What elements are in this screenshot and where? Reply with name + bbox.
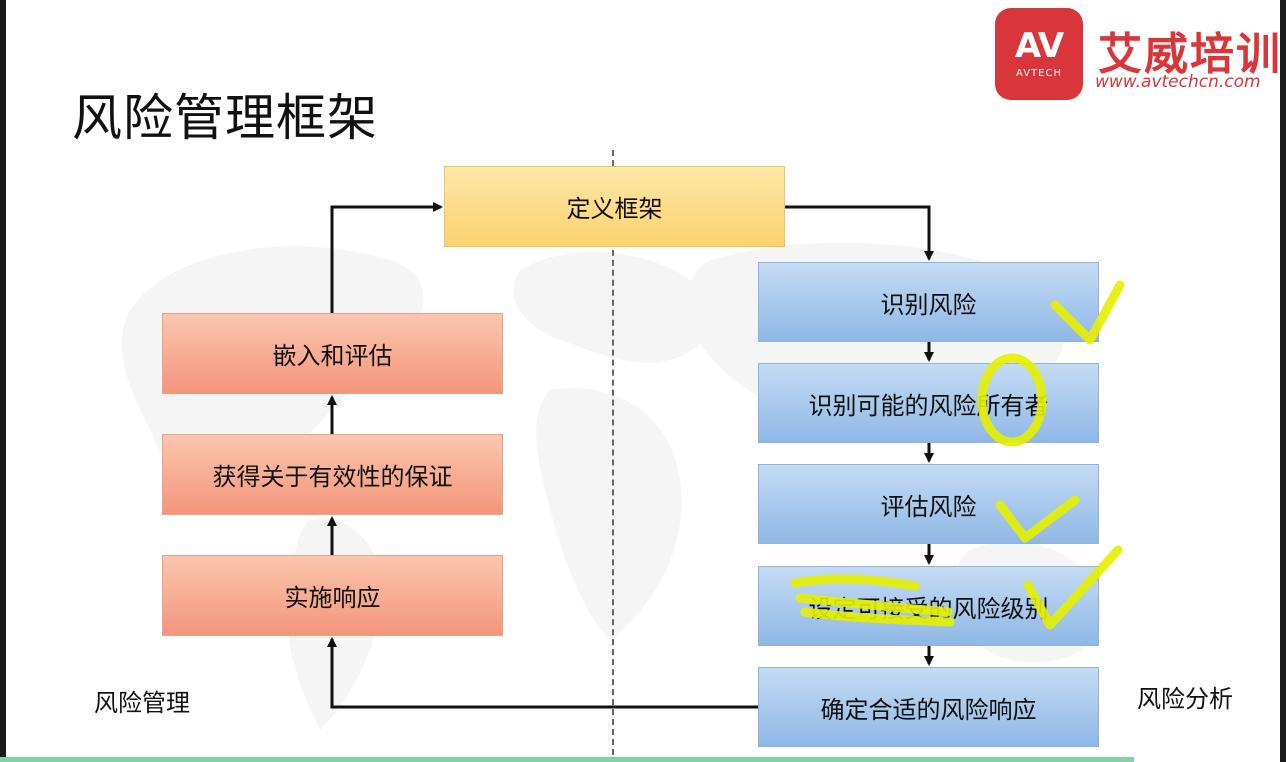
box-identify-risk: 识别风险 [758,262,1099,342]
logo-sub-text: AVTECH [1016,68,1062,79]
check-mark-3 [1023,545,1123,630]
box-get-assurance: 获得关于有效性的保证 [162,434,503,515]
box-embed-assess: 嵌入和评估 [162,313,503,394]
box-determine-response: 确定合适的风险响应 [758,667,1099,747]
circle-mark [977,353,1047,447]
logo-av-text: AV [1014,26,1064,66]
brand-url: www.avtechcn.com [1095,72,1261,92]
label-risk-analysis: 风险分析 [1137,685,1233,713]
box-define-framework: 定义框架 [444,166,785,247]
right-edge [1280,0,1286,762]
arrow-bottom-return [327,637,758,709]
page-title: 风险管理框架 [72,89,378,147]
box-implement-response: 实施响应 [162,555,503,636]
brand-name: 艾威培训 [1098,29,1282,80]
label-risk-management: 风险管理 [94,689,190,717]
arrow-top-to-right [785,205,934,261]
left-edge [0,0,6,762]
dashed-divider [612,150,614,755]
check-mark-1 [1050,280,1125,345]
check-mark-2 [995,495,1080,543]
scribble-mark [790,574,955,627]
box-assess-risk: 评估风险 [758,464,1099,544]
avtech-logo: AV AVTECH [995,8,1083,100]
arrow-left-to-top [330,202,443,313]
bottom-strip [0,757,1134,762]
